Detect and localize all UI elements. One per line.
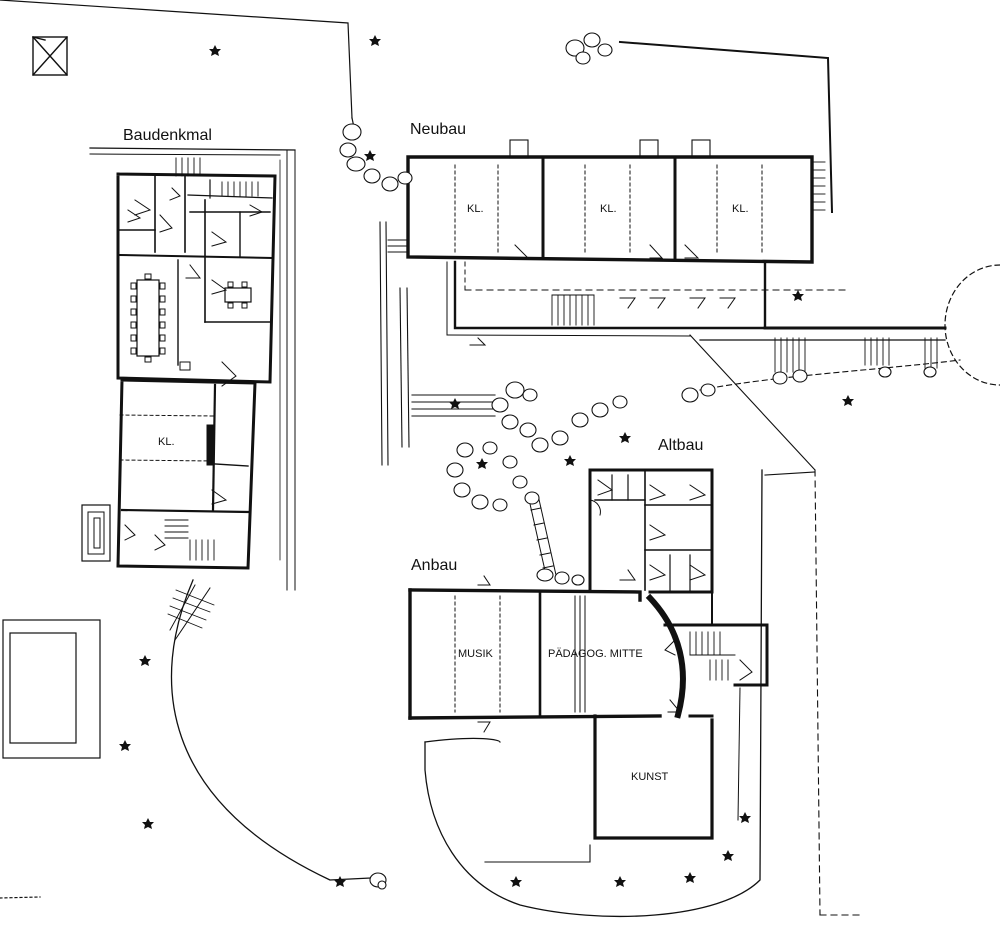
curved-path: [167, 579, 371, 881]
room-label-musik: MUSIK: [458, 648, 493, 660]
neubau-building: [387, 139, 1000, 386]
room-label-neubau-kl-3: KL.: [732, 203, 749, 215]
room-label-kunst: KUNST: [631, 771, 669, 783]
label-baudenkmal: Baudenkmal: [123, 127, 212, 144]
diagonal-path: [689, 334, 961, 916]
stepping-path: [527, 494, 557, 576]
label-altbau: Altbau: [658, 437, 704, 454]
room-label-baudenkmal-kl: KL.: [158, 436, 175, 448]
baudenkmal-building: [81, 147, 296, 591]
parking-rows: [774, 337, 938, 373]
room-label-paedagog-mitte: PÄDAGOG. MITTE: [548, 648, 643, 660]
label-anbau: Anbau: [411, 557, 458, 574]
north-arrow-icon: [32, 36, 68, 76]
tree-star-icon: [119, 35, 854, 887]
room-label-neubau-kl-1: KL.: [467, 203, 484, 215]
anbau-building: [408, 469, 763, 918]
label-neubau: Neubau: [410, 121, 467, 138]
altbau-building: [588, 468, 769, 687]
sports-field: [2, 619, 101, 759]
boulder-icon: [339, 32, 937, 890]
room-label-neubau-kl-2: KL.: [600, 203, 617, 215]
